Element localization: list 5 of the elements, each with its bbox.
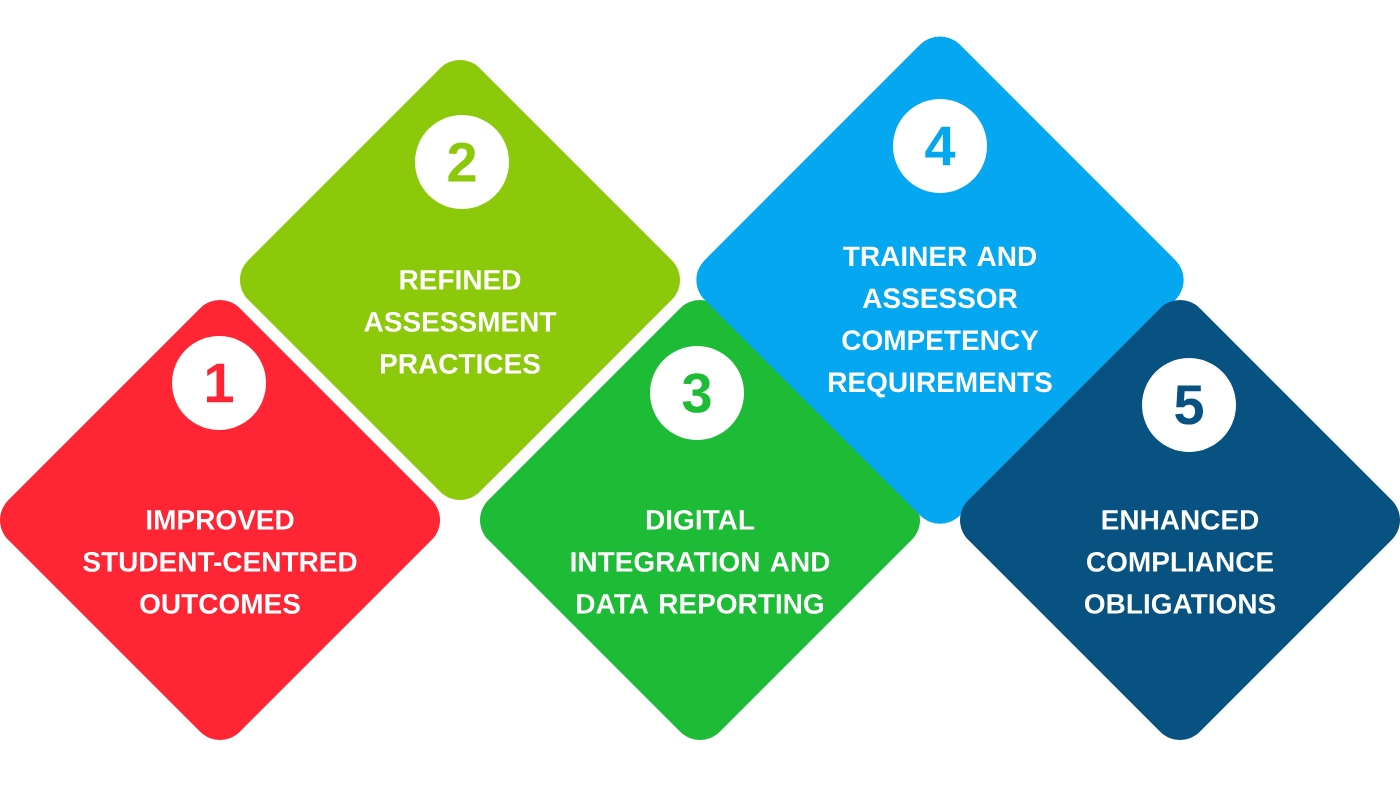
number-badge: 2: [415, 115, 509, 209]
number-badge: 3: [650, 346, 744, 440]
number-badge: 5: [1142, 358, 1236, 452]
number-badge: 4: [893, 99, 987, 193]
number-badge: 1: [172, 336, 266, 430]
